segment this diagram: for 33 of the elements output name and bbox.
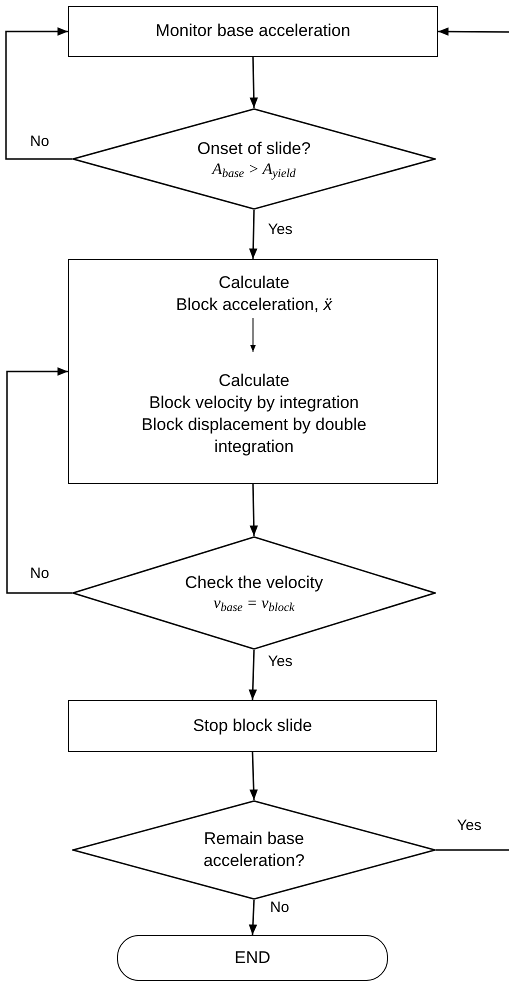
arrow	[249, 210, 258, 260]
node-label: Remain base acceleration?	[202, 828, 306, 872]
node-label: Stop block slide	[192, 714, 312, 737]
terminal-shape	[117, 935, 388, 981]
node-label: Block velocity by integration	[149, 392, 359, 414]
node-label: Calculate	[218, 272, 290, 294]
edge-label: Yes	[266, 654, 294, 669]
edge-label: Yes	[266, 222, 294, 237]
arrow	[5, 27, 72, 160]
node-label: Check the velocity	[185, 572, 323, 594]
arrow	[250, 318, 256, 352]
node-label: END	[234, 946, 270, 969]
edge-label: No	[28, 566, 52, 581]
arrow	[249, 752, 258, 800]
node-label: Block acceleration, ẍ	[176, 294, 332, 316]
node-label: Monitor base acceleration	[156, 20, 350, 42]
node-label: Block displacement by double integration	[140, 414, 368, 458]
arrow	[248, 650, 258, 700]
process-box	[68, 700, 437, 752]
edge-label: Yes	[455, 818, 484, 833]
arrow	[438, 27, 509, 36]
process-box	[68, 6, 438, 57]
edge-label: No	[268, 900, 292, 915]
node-label: A$_{base}$ > A$_{yield}$	[212, 160, 296, 180]
node-label: Onset of slide?	[197, 138, 311, 160]
edge-label: No	[28, 134, 52, 149]
node-label: Calculate	[218, 370, 290, 392]
arrow	[248, 900, 258, 936]
process-box	[68, 259, 438, 484]
arrow	[250, 484, 258, 536]
arrow	[6, 367, 72, 594]
node-label: v$_{base}$ = v$_{block}$	[213, 594, 294, 614]
arrow	[250, 56, 258, 108]
